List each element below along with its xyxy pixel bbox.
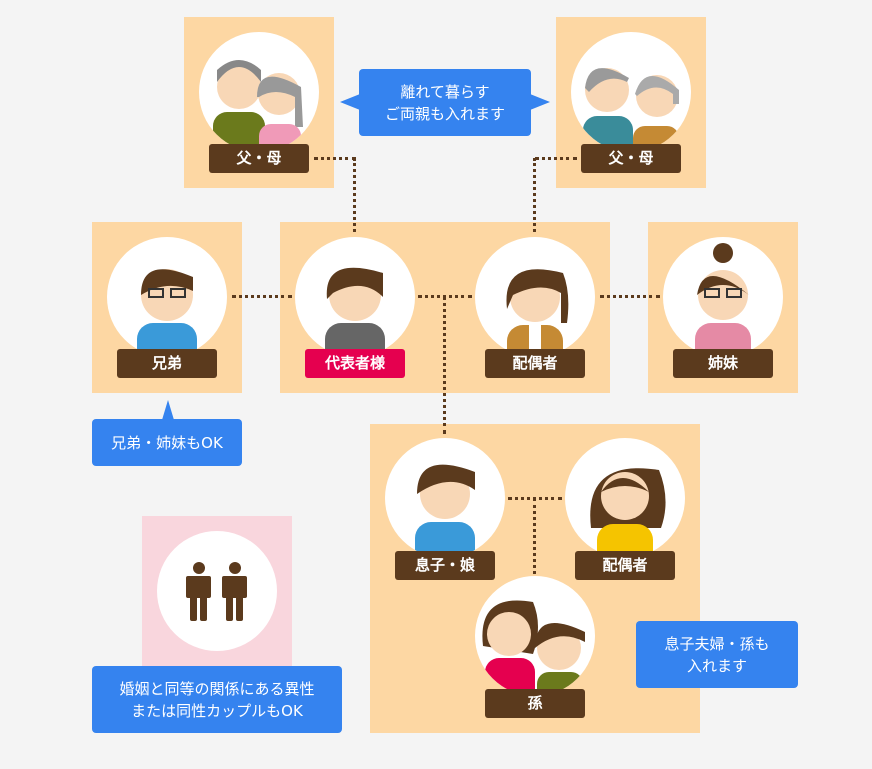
parents-note-line2: ご両親も入れます — [384, 104, 505, 123]
parents-note-line1: 離れて暮らす — [400, 82, 490, 101]
partner-note-line1: 婚姻と同等の関係にある異性 — [119, 679, 315, 698]
label-spouse: 配偶者 — [485, 349, 585, 378]
partner-note: 婚姻と同等の関係にある異性 または同性カップルもOK — [92, 666, 342, 733]
child-illustration — [385, 438, 505, 558]
siblings-note-text: 兄弟・姉妹もOK — [111, 433, 223, 452]
label-representative: 代表者様 — [305, 349, 405, 378]
grandchild-illustration — [475, 576, 595, 696]
label-parents-left: 父・母 — [209, 144, 309, 173]
parents-right-illustration — [571, 32, 691, 152]
spouse-illustration — [475, 237, 595, 357]
representative-illustration — [295, 237, 415, 357]
label-child-spouse: 配偶者 — [575, 551, 675, 580]
parents-note: 離れて暮らす ご両親も入れます — [359, 69, 531, 136]
label-parents-right: 父・母 — [581, 144, 681, 173]
label-child: 息子・娘 — [395, 551, 495, 580]
children-note-line2: 入れます — [686, 656, 747, 675]
same-sex-couple-icon — [186, 562, 247, 621]
partner-circle — [157, 531, 277, 651]
children-note: 息子夫婦・孫も 入れます — [636, 621, 798, 688]
label-grandchild: 孫 — [485, 689, 585, 718]
child-spouse-illustration — [565, 438, 685, 558]
sister-illustration — [663, 237, 783, 357]
parents-left-illustration — [199, 32, 319, 152]
brother-illustration — [107, 237, 227, 357]
siblings-note: 兄弟・姉妹もOK — [92, 419, 242, 466]
children-note-line1: 息子夫婦・孫も — [664, 634, 770, 653]
label-sister: 姉妹 — [673, 349, 773, 378]
partner-note-line2: または同性カップルもOK — [131, 701, 303, 720]
label-brother: 兄弟 — [117, 349, 217, 378]
